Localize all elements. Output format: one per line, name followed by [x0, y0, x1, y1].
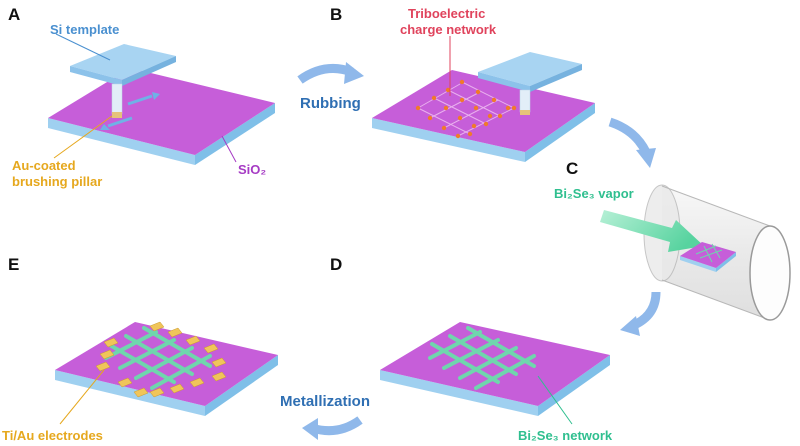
- bi2se3-nanowire-network-e: [104, 326, 212, 390]
- charge-label-line2: charge network: [400, 22, 497, 37]
- vapor-arrow: [600, 210, 704, 252]
- curved-arrow-icon: [608, 117, 651, 155]
- substrate-e: [55, 322, 278, 416]
- pillar-leader: [53, 115, 113, 159]
- panel-a-letter: A: [8, 5, 20, 24]
- pillar-label-line1: Au-coated: [12, 158, 76, 173]
- substrate-label: SiO₂: [238, 162, 266, 177]
- substrate-leader: [221, 135, 237, 163]
- substrate-a: [48, 68, 275, 165]
- panel-c-letter: C: [566, 159, 578, 178]
- vapor-label: Bi₂Se₃ vapor: [554, 186, 634, 201]
- charge-label-line1: Triboelectric: [408, 6, 485, 21]
- rubbing-arrow-icon: [297, 63, 354, 84]
- rubbing-step: Rubbing: [297, 62, 364, 112]
- brushing-direction-arrows: [100, 92, 160, 130]
- rubbing-label: Rubbing: [300, 95, 361, 112]
- substrate-b: [372, 70, 595, 162]
- panel-a: A Si template Au-coated brushing pillar …: [8, 5, 275, 189]
- panel-e-letter: E: [8, 255, 19, 274]
- arrow-c-to-d: [620, 291, 661, 336]
- si-template-a: [70, 44, 176, 118]
- panel-d: D Bi₂Se₃ network: [330, 255, 613, 443]
- panel-b: B: [330, 5, 595, 162]
- metallization-step: Metallization: [280, 393, 370, 440]
- triboelectric-charges: [415, 79, 517, 139]
- metallization-arrow-icon: [310, 416, 363, 436]
- panel-c: C Bi₂Se₃ vapor: [554, 159, 791, 321]
- panel-d-letter: D: [330, 255, 342, 274]
- si-template-label: Si template: [50, 22, 119, 37]
- ti-au-electrode-pads: [95, 321, 227, 398]
- si-template-leader: [55, 33, 111, 61]
- charge-grid: [417, 81, 515, 137]
- arrow-b-to-c: [608, 117, 656, 168]
- electrodes-label: Ti/Au electrodes: [2, 428, 103, 443]
- bi2se3-nanowire-network-d: [428, 326, 536, 390]
- network-label: Bi₂Se₃ network: [518, 428, 613, 443]
- si-template-b: [478, 52, 582, 115]
- electrodes-leader: [59, 369, 105, 425]
- network-leader: [537, 375, 573, 425]
- panel-b-letter: B: [330, 5, 342, 24]
- pillar-label-line2: brushing pillar: [12, 174, 102, 189]
- panel-e: E: [2, 255, 278, 443]
- substrate-c: [680, 242, 736, 272]
- metallization-label: Metallization: [280, 393, 370, 410]
- substrate-d: [380, 322, 610, 416]
